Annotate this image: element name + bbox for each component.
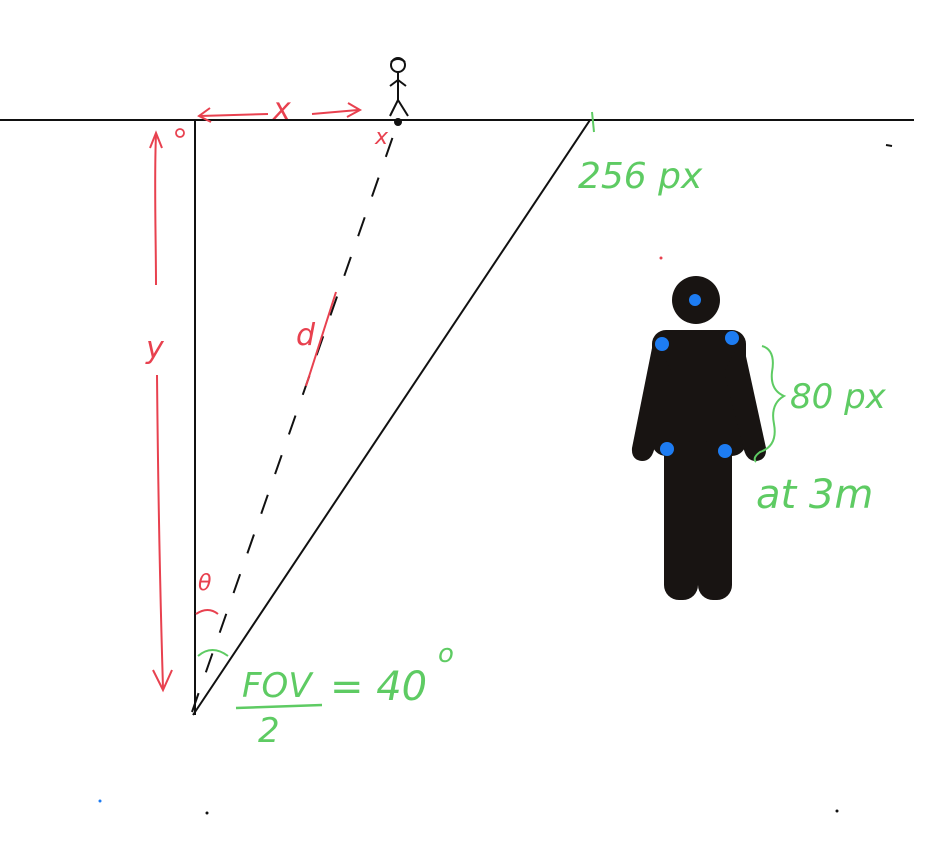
theta-label: θ xyxy=(198,571,212,596)
theta-arc xyxy=(195,609,219,615)
d-tick xyxy=(305,291,337,387)
fov-fraction-bar xyxy=(235,703,323,710)
y-arrow-lower xyxy=(156,374,164,689)
stray-dot-2 xyxy=(835,809,839,813)
stray-dot-blue xyxy=(98,799,102,803)
y-arrow-upper xyxy=(154,134,157,286)
x-arrow-left-head xyxy=(197,107,212,123)
x-small-label: x xyxy=(374,125,389,150)
height-brace xyxy=(753,345,787,463)
keypoint-head xyxy=(689,294,701,306)
width-px-label: 256 px xyxy=(578,156,703,197)
x-arrow xyxy=(199,109,359,117)
tick-right xyxy=(885,144,893,147)
fov-arc xyxy=(197,649,229,657)
origin-marker xyxy=(175,128,185,138)
stick-figure-icon xyxy=(389,57,409,126)
distance-label: at 3m xyxy=(756,472,873,518)
fov-edge-line xyxy=(192,119,591,716)
fov-degree: o xyxy=(438,639,454,669)
stray-dot-1 xyxy=(205,811,209,815)
human-silhouette-icon xyxy=(631,276,767,600)
fov-denominator: 2 xyxy=(258,711,280,751)
keypoint-left-shoulder xyxy=(655,337,669,351)
d-label: d xyxy=(296,318,316,353)
stray-dot-red xyxy=(659,256,663,260)
keypoint-left-hip xyxy=(660,442,674,456)
y-label: y xyxy=(145,331,165,366)
x-label: x xyxy=(272,92,291,127)
distance-dashed-line xyxy=(191,121,399,713)
fov-numerator: FOV xyxy=(242,666,314,706)
y-arrow-top-head xyxy=(149,130,163,149)
y-arrow-bottom-head xyxy=(152,669,173,693)
keypoint-right-hip xyxy=(718,444,732,458)
width-tick xyxy=(591,111,595,133)
x-arrow-right-head xyxy=(346,102,363,118)
keypoint-right-shoulder xyxy=(725,331,739,345)
fov-equals-value: = 40 xyxy=(330,664,427,710)
keypoint-dots xyxy=(655,294,739,458)
height-px-label: 80 px xyxy=(790,377,887,417)
